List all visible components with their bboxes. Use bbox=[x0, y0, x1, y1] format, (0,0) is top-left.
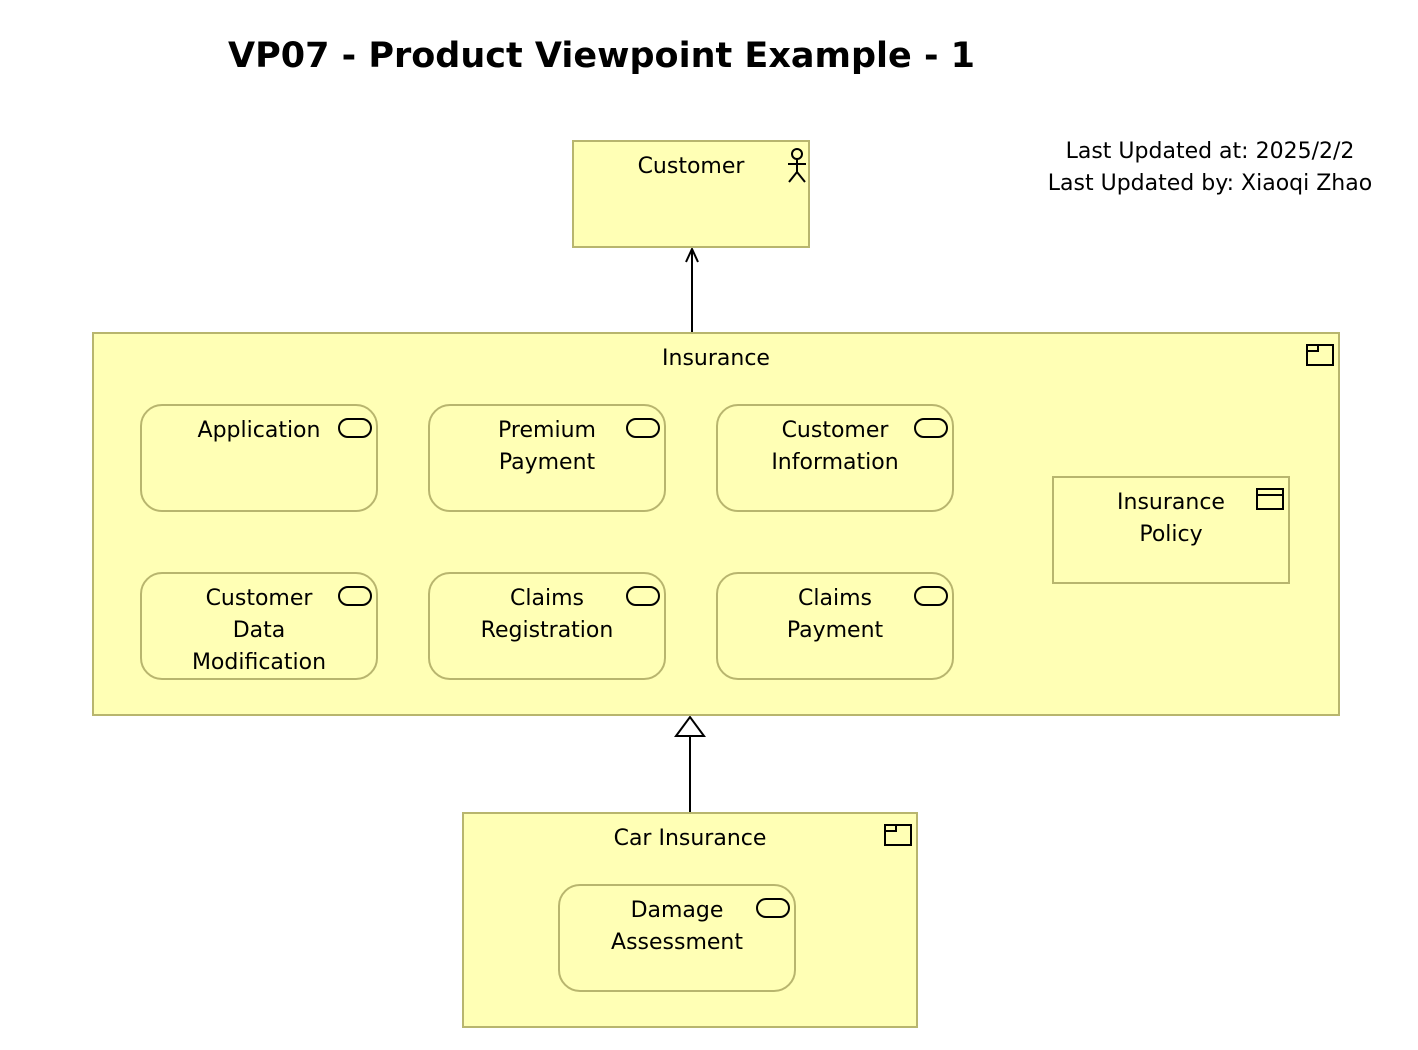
service-claims-registration[interactable]: Claims Registration bbox=[428, 572, 666, 680]
service-customer-information[interactable]: Customer Information bbox=[716, 404, 954, 512]
service-icon bbox=[626, 586, 660, 606]
service-claims-payment[interactable]: Claims Payment bbox=[716, 572, 954, 680]
update-info: Last Updated at: 2025/2/2 Last Updated b… bbox=[1040, 136, 1380, 200]
service-icon bbox=[338, 586, 372, 606]
service-premium-payment[interactable]: Premium Payment bbox=[428, 404, 666, 512]
service-icon bbox=[338, 418, 372, 438]
product-icon bbox=[884, 824, 912, 846]
service-application[interactable]: Application bbox=[140, 404, 378, 512]
last-updated-at: Last Updated at: 2025/2/2 bbox=[1065, 139, 1355, 164]
contract-insurance-policy[interactable]: Insurance Policy bbox=[1052, 476, 1290, 584]
service-icon bbox=[626, 418, 660, 438]
specialization-relation[interactable] bbox=[674, 715, 706, 813]
last-updated-by: Last Updated by: Xiaoqi Zhao bbox=[1047, 171, 1373, 196]
actor-icon bbox=[788, 148, 806, 183]
customer-actor[interactable]: Customer bbox=[572, 140, 810, 248]
service-customer-data-modification[interactable]: Customer Data Modification bbox=[140, 572, 378, 680]
insurance-label: Insurance bbox=[662, 346, 770, 371]
service-icon bbox=[914, 418, 948, 438]
serving-relation[interactable] bbox=[685, 246, 699, 333]
customer-label: Customer bbox=[637, 154, 745, 179]
service-icon bbox=[756, 898, 790, 918]
product-icon bbox=[1306, 344, 1334, 366]
service-icon bbox=[914, 586, 948, 606]
contract-icon bbox=[1256, 488, 1284, 510]
car-insurance-label: Car Insurance bbox=[613, 826, 767, 851]
service-damage-assessment[interactable]: Damage Assessment bbox=[558, 884, 796, 992]
diagram-title: VP07 - Product Viewpoint Example - 1 bbox=[228, 36, 976, 76]
car-insurance-product[interactable]: Car Insurance bbox=[462, 812, 918, 1028]
